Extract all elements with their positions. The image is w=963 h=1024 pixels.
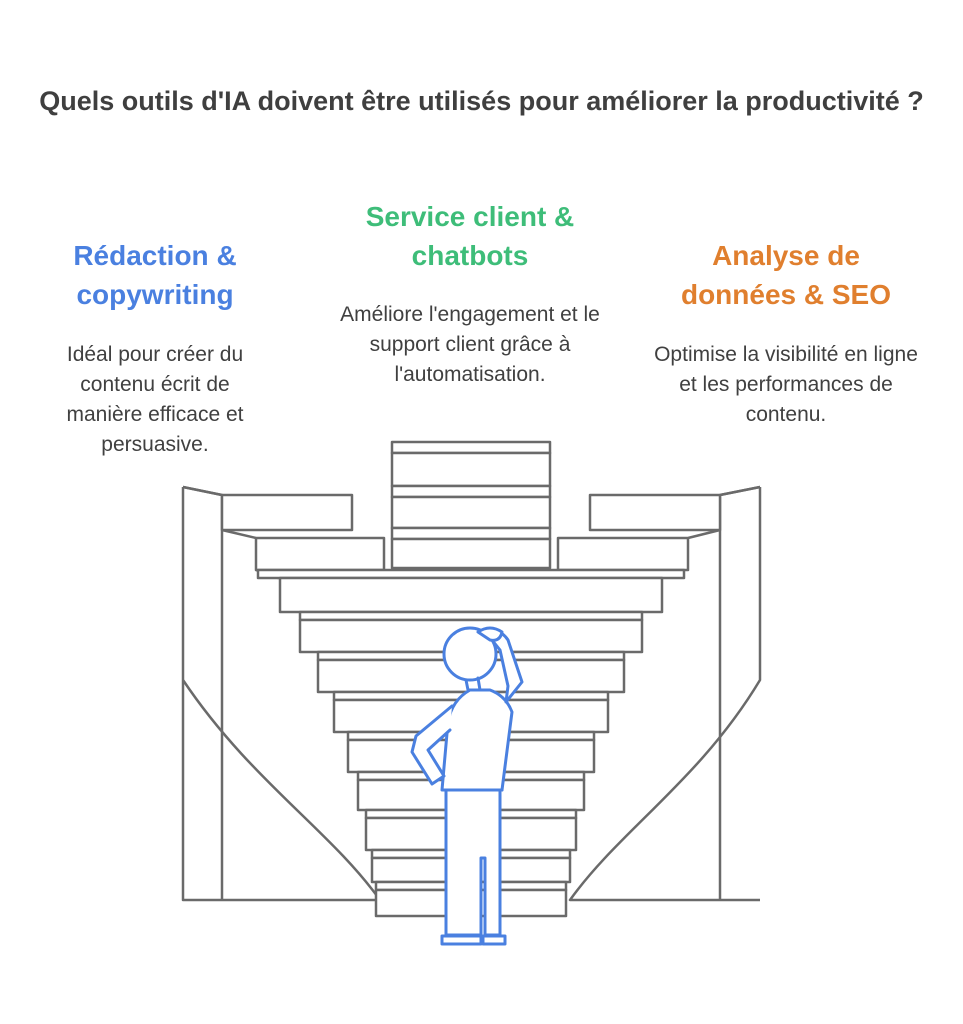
description-analyse-donnees: Optimise la visibilité en ligne et les p… <box>654 343 918 426</box>
thinking-person-icon <box>410 626 524 946</box>
heading-redaction: Rédaction & copywriting <box>73 240 237 310</box>
description-redaction: Idéal pour créer du contenu écrit de man… <box>66 343 244 456</box>
page-title: Quels outils d'IA doivent être utilisés … <box>39 86 924 116</box>
heading-service-client: Service client & chatbots <box>365 201 575 271</box>
heading-analyse-donnees: Analyse de données & SEO <box>680 240 892 310</box>
description-service-client: Améliore l'engagement et le support clie… <box>340 303 600 386</box>
